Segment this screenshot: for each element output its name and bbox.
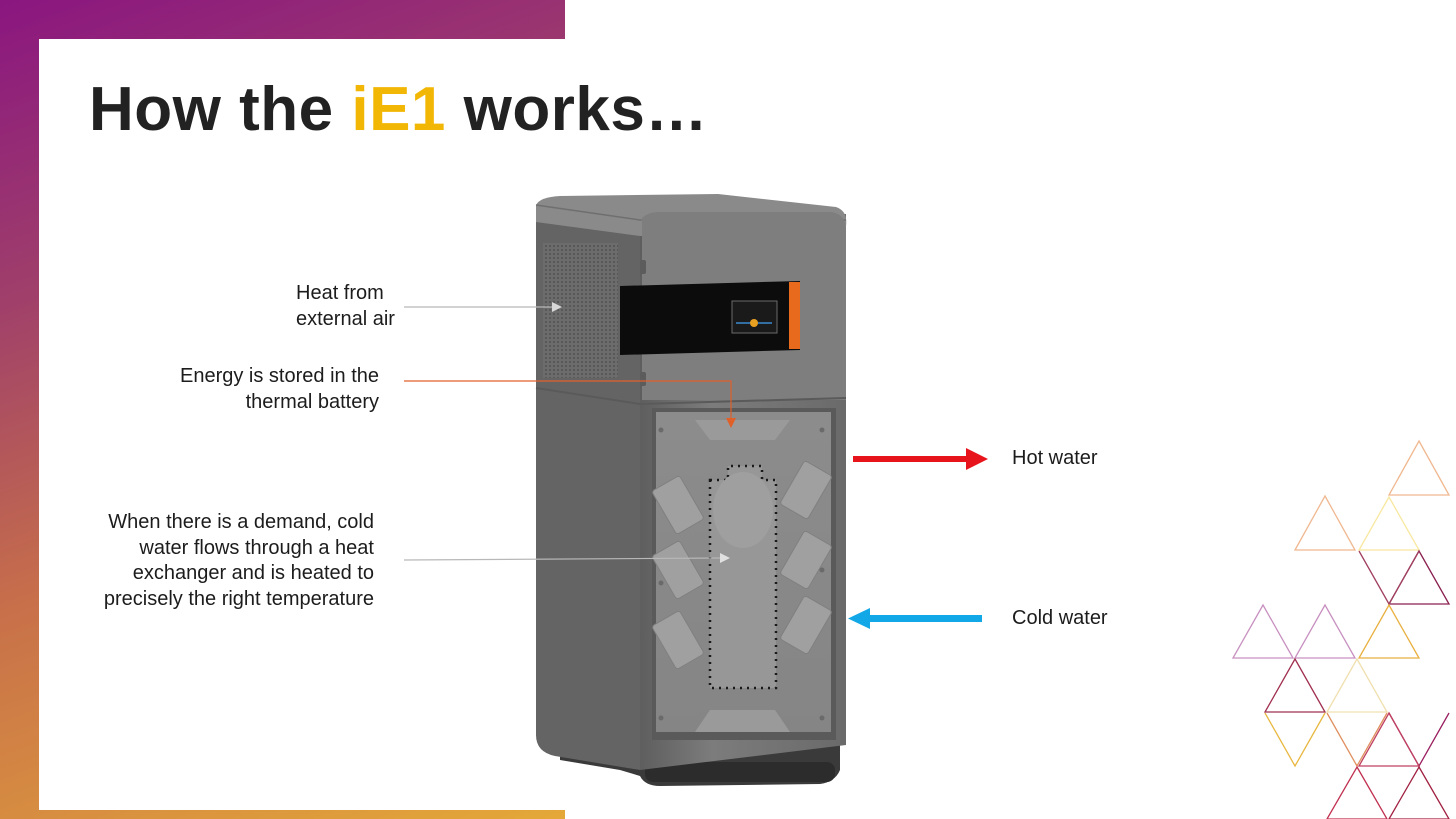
energy-callout-line — [404, 380, 736, 428]
energy-label-line1: Energy is stored in the — [180, 365, 379, 387]
demand-label-line3: exchanger and is heated to — [132, 562, 374, 584]
page-title: How the iE1 works… — [89, 72, 708, 148]
decorative-triangles — [1231, 439, 1451, 819]
cold-water-label: Cold water — [1012, 607, 1108, 629]
hot-water-label: Hot water — [1012, 447, 1098, 469]
title-accent: iE1 — [351, 75, 446, 144]
heat-label: Heat from external air — [296, 281, 395, 332]
hot-water-arrow — [853, 448, 988, 470]
energy-label-line2: thermal battery — [245, 390, 379, 413]
heat-callout-line — [404, 302, 562, 312]
demand-label-line2: water flows through a heat — [139, 536, 374, 559]
heat-label-line2: external air — [296, 307, 395, 330]
energy-label: Energy is stored in the thermal battery — [180, 364, 379, 415]
ie1-unit-illustration — [535, 194, 847, 786]
demand-label-line1: When there is a demand, cold — [108, 511, 374, 533]
cold-water-arrow — [848, 608, 982, 629]
heat-label-line1: Heat from — [296, 282, 384, 304]
demand-callout-line — [403, 553, 730, 563]
title-suffix: works… — [463, 75, 708, 144]
demand-label: When there is a demand, cold water flows… — [104, 510, 374, 612]
demand-label-line4: precisely the right temperature — [103, 587, 374, 610]
title-prefix: How the — [89, 75, 334, 144]
